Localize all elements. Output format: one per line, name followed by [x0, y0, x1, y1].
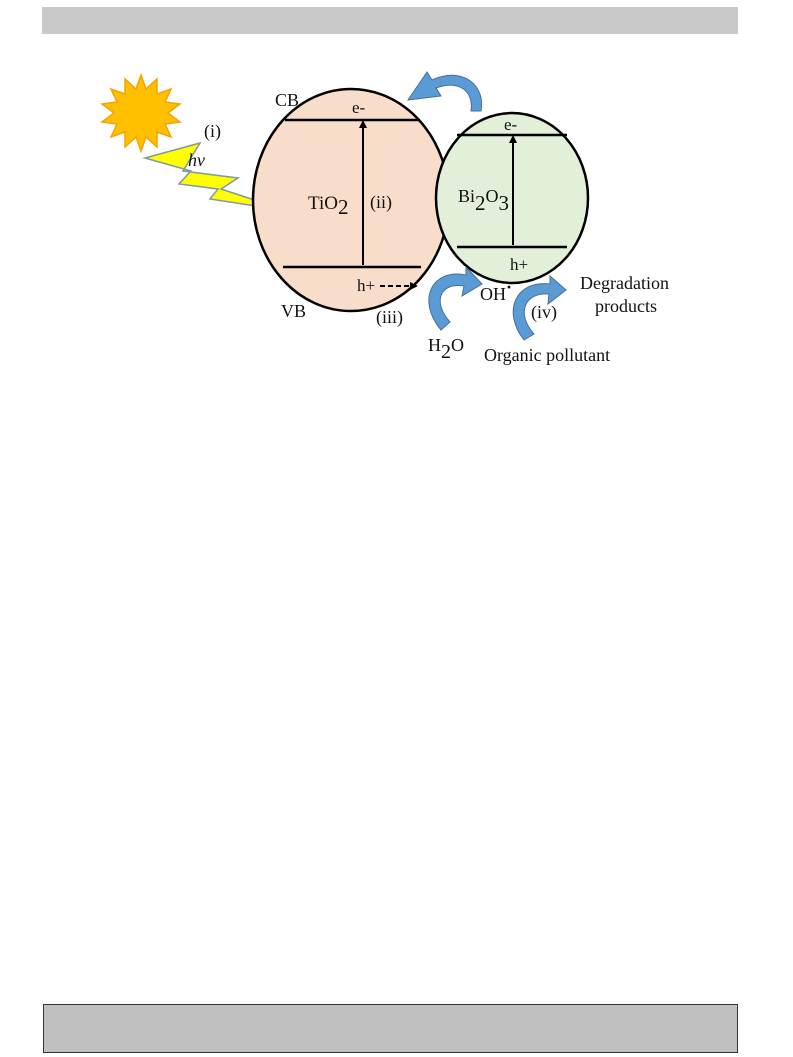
cb-label: CB [275, 90, 299, 110]
sun-icon [100, 72, 182, 154]
step-iv-label: (iv) [531, 302, 557, 323]
pollutant-degradation-curved-arrow [512, 274, 567, 341]
hv-label: hv [188, 150, 205, 170]
step-iii-label: (iii) [376, 307, 403, 328]
footer-box [43, 1004, 738, 1053]
step-ii-label: (ii) [370, 192, 392, 213]
hydroxyl-radical-label: OH· [480, 277, 512, 304]
degradation-products-label-line1: Degradation [580, 273, 669, 293]
tio2-particle [251, 87, 451, 313]
tio2-hole-label: h+ [357, 276, 375, 295]
tio2-label: TiO2 [308, 193, 348, 219]
step-i-label: (i) [204, 121, 221, 142]
bi2o3-hole-label: h+ [510, 255, 528, 274]
degradation-products-label-line2: products [595, 296, 657, 316]
water-oxidation-curved-arrow [428, 265, 483, 331]
vb-label: VB [281, 301, 306, 321]
electron-transfer-curved-arrow [406, 71, 483, 112]
bi2o3-label: Bi2O3 [458, 186, 509, 215]
header-bar [42, 7, 738, 34]
bi2o3-electron-label: e- [504, 115, 518, 134]
tio2-electron-label: e- [352, 98, 366, 117]
organic-pollutant-label: Organic pollutant [484, 345, 610, 365]
water-label: H2O [428, 335, 464, 363]
